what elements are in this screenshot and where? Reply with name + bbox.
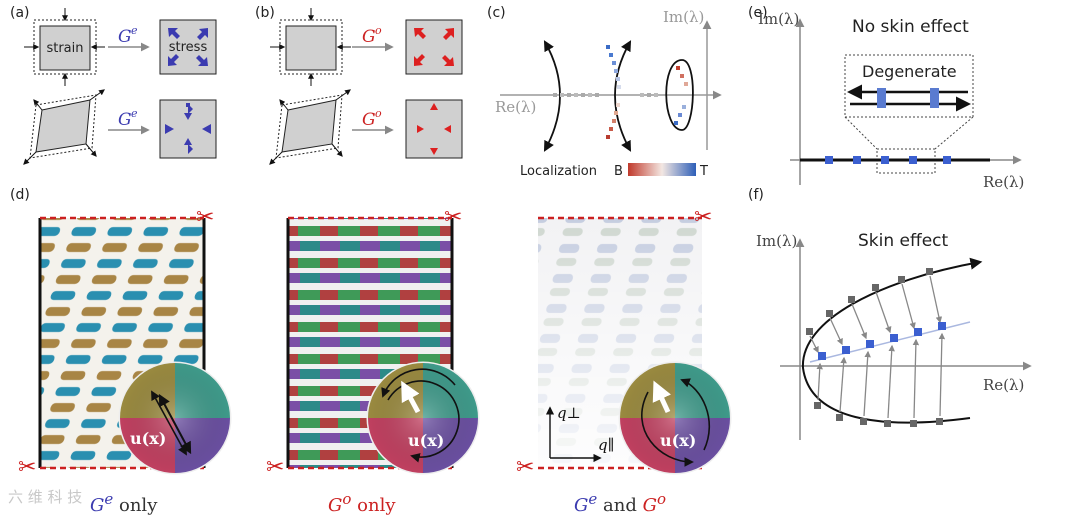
c-eigen-points xyxy=(553,45,688,139)
c-re-axis: Re(λ) xyxy=(495,98,536,116)
color-wheel: u(x) xyxy=(120,363,230,473)
e-im-axis: Im(λ) xyxy=(758,10,799,28)
color-wheel: u(x) xyxy=(368,363,478,473)
ge-op-2-sup: e xyxy=(131,107,138,120)
loc-b: B xyxy=(614,164,623,179)
scissors-icon: ✂ xyxy=(694,205,712,230)
e-re-axis: Re(λ) xyxy=(983,173,1024,191)
ge-op-1: G xyxy=(118,27,132,47)
scissors-icon: ✂ xyxy=(444,205,462,230)
caption-ge-and-go: Ge and Go xyxy=(574,490,666,516)
q-par-label: q∥ xyxy=(598,436,615,454)
scissors-icon: ✂ xyxy=(18,455,36,480)
caption-go-only: Go only xyxy=(328,490,396,516)
panel-e-spectrum: Im(λ) Re(λ) No skin effect Degenerate xyxy=(758,10,1024,191)
e-inset-label: Degenerate xyxy=(862,62,957,81)
localization-colorbar xyxy=(628,163,696,176)
ge-op-1-sup: e xyxy=(131,24,138,37)
f-title: Skin effect xyxy=(858,231,949,251)
scissors-icon: ✂ xyxy=(516,455,534,480)
f-im-axis: Im(λ) xyxy=(756,232,797,250)
ge-op-2: G xyxy=(118,110,132,130)
u-label-3: u(x) xyxy=(660,431,696,450)
sample-go-only: ✂ ✂ u(x) xyxy=(266,205,478,480)
panel-c-spectrum: Im(λ) Re(λ) xyxy=(495,8,720,179)
panel-f-spectrum: Im(λ) Re(λ) Skin effect xyxy=(756,231,1030,440)
sample-ge-and-go: ✂ ✂ q⊥ q∥ u(x) xyxy=(516,205,730,480)
panel-b-diagram: G o G o xyxy=(270,8,462,164)
scissors-icon: ✂ xyxy=(196,205,214,230)
stress-label: stress xyxy=(169,40,208,55)
caption-ge-only: Ge only xyxy=(90,490,157,516)
loc-t: T xyxy=(699,164,708,179)
q-perp-label: q⊥ xyxy=(557,404,581,422)
e-title: No skin effect xyxy=(852,17,969,37)
go-op-1: G xyxy=(362,27,376,47)
u-label-2: u(x) xyxy=(408,431,444,450)
u-label-1: u(x) xyxy=(130,429,166,448)
scissors-icon: ✂ xyxy=(266,455,284,480)
go-op-2: G xyxy=(362,110,376,130)
strain-label: strain xyxy=(46,41,83,56)
localization-label: Localization xyxy=(520,164,597,179)
color-wheel: u(x) xyxy=(620,363,730,473)
go-op-2-sup: o xyxy=(375,107,382,120)
go-op-1-sup: o xyxy=(375,24,382,37)
f-re-axis: Re(λ) xyxy=(983,376,1024,394)
sample-ge-only: ✂ ✂ u(x) xyxy=(18,205,230,480)
c-im-axis: Im(λ) xyxy=(663,8,704,26)
panel-a-diagram: strain G e stress G e xyxy=(24,8,216,164)
watermark: 六 维 科 技 xyxy=(8,486,82,507)
